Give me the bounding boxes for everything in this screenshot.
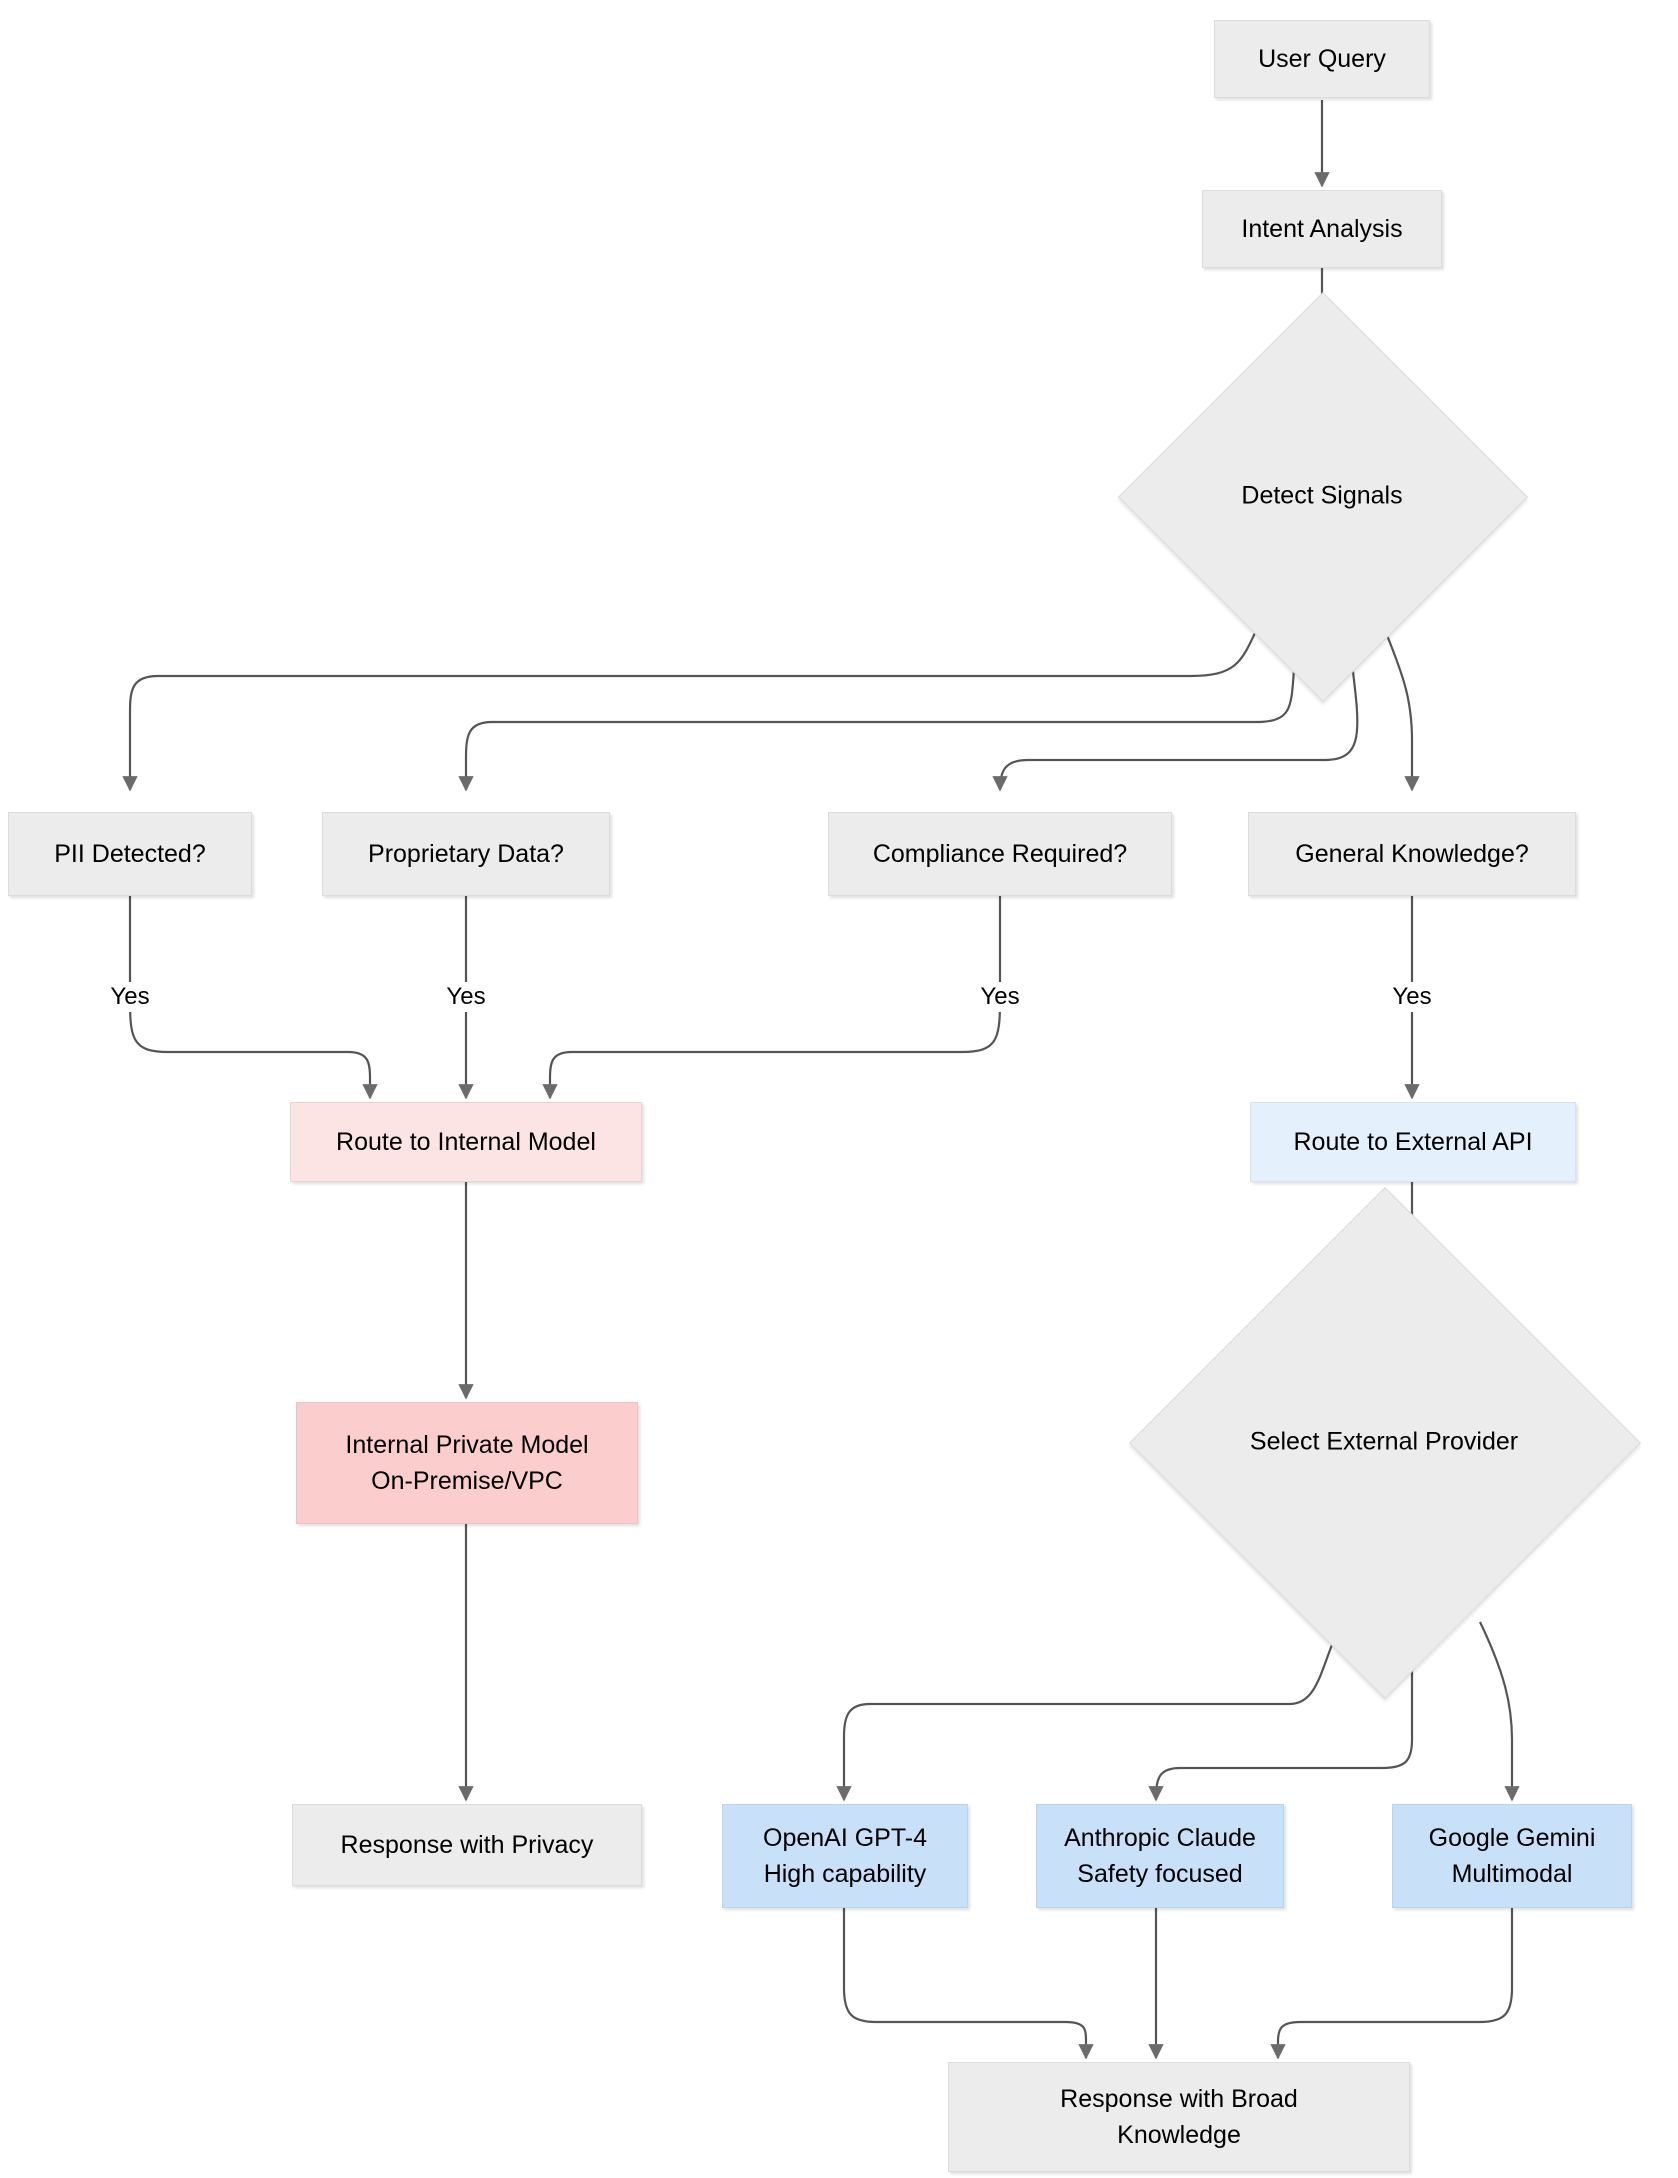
- edge-pii-route-internal: [128, 896, 378, 1100]
- node-user-query[interactable]: User Query: [1214, 20, 1430, 98]
- edge-select-google: [1479, 1621, 1520, 1802]
- node-anthropic-claude-line1: Anthropic Claude: [1064, 1823, 1256, 1852]
- node-select-external-provider[interactable]: Select External Provider: [1129, 1187, 1641, 1699]
- node-compliance-required[interactable]: Compliance Required?: [828, 812, 1172, 896]
- node-google-gemini-line1: Google Gemini: [1428, 1823, 1596, 1852]
- edge-label-pii-yes: Yes: [105, 982, 155, 1012]
- node-response-broad-knowledge-line2: Knowledge: [1117, 2121, 1241, 2149]
- node-internal-private-model-line2: On-Premise/VPC: [371, 1467, 563, 1495]
- node-detect-signals-label: Detect Signals: [1241, 481, 1403, 510]
- edge-detect-proprietary: [458, 629, 1300, 792]
- node-proprietary-data-label: Proprietary Data?: [368, 839, 564, 868]
- node-response-broad-knowledge-line1: Response with Broad: [1060, 2084, 1298, 2113]
- edge-label-compliance-yes: Yes: [975, 982, 1025, 1012]
- node-general-knowledge-label: General Knowledge?: [1295, 839, 1529, 868]
- edge-label-general-yes: Yes: [1387, 982, 1437, 1012]
- node-openai-gpt4-line2: High capability: [763, 1860, 927, 1888]
- node-route-external-api[interactable]: Route to External API: [1250, 1102, 1576, 1182]
- node-route-internal-model[interactable]: Route to Internal Model: [290, 1102, 642, 1182]
- node-openai-gpt4-line1: OpenAI GPT-4: [763, 1823, 927, 1852]
- node-internal-private-model-line1: Internal Private Model: [345, 1430, 589, 1459]
- node-route-external-api-label: Route to External API: [1293, 1127, 1533, 1156]
- edge-google-response: [1270, 1908, 1514, 2060]
- edge-label-proprietary-yes: Yes: [441, 982, 491, 1012]
- edge-detect-pii: [122, 617, 1263, 792]
- node-internal-private-model[interactable]: Internal Private Model On-Premise/VPC: [296, 1402, 638, 1524]
- edge-detect-general: [1378, 617, 1420, 792]
- edge-select-openai: [836, 1621, 1343, 1802]
- node-pii-detected[interactable]: PII Detected?: [8, 812, 252, 896]
- node-detect-signals[interactable]: Detect Signals: [1117, 291, 1529, 703]
- node-google-gemini[interactable]: Google Gemini Multimodal: [1392, 1804, 1632, 1908]
- node-intent-analysis-label: Intent Analysis: [1241, 214, 1403, 243]
- node-anthropic-claude-line2: Safety focused: [1077, 1860, 1243, 1888]
- node-select-external-provider-label: Select External Provider: [1249, 1427, 1519, 1456]
- node-response-broad-knowledge[interactable]: Response with Broad Knowledge: [948, 2062, 1410, 2172]
- node-proprietary-data[interactable]: Proprietary Data?: [322, 812, 610, 896]
- edge-openai-response: [842, 1908, 1094, 2060]
- node-intent-analysis[interactable]: Intent Analysis: [1202, 190, 1442, 268]
- node-response-with-privacy[interactable]: Response with Privacy: [292, 1804, 642, 1886]
- node-openai-gpt4[interactable]: OpenAI GPT-4 High capability: [722, 1804, 968, 1908]
- node-response-with-privacy-label: Response with Privacy: [340, 1830, 594, 1859]
- node-route-internal-model-label: Route to Internal Model: [336, 1127, 596, 1156]
- node-general-knowledge[interactable]: General Knowledge?: [1248, 812, 1576, 896]
- node-anthropic-claude[interactable]: Anthropic Claude Safety focused: [1036, 1804, 1284, 1908]
- node-compliance-required-label: Compliance Required?: [872, 839, 1128, 868]
- node-pii-detected-label: PII Detected?: [54, 839, 206, 868]
- edge-compliance-route-internal: [542, 896, 1002, 1100]
- node-user-query-label: User Query: [1258, 44, 1386, 73]
- node-google-gemini-line2: Multimodal: [1451, 1860, 1573, 1888]
